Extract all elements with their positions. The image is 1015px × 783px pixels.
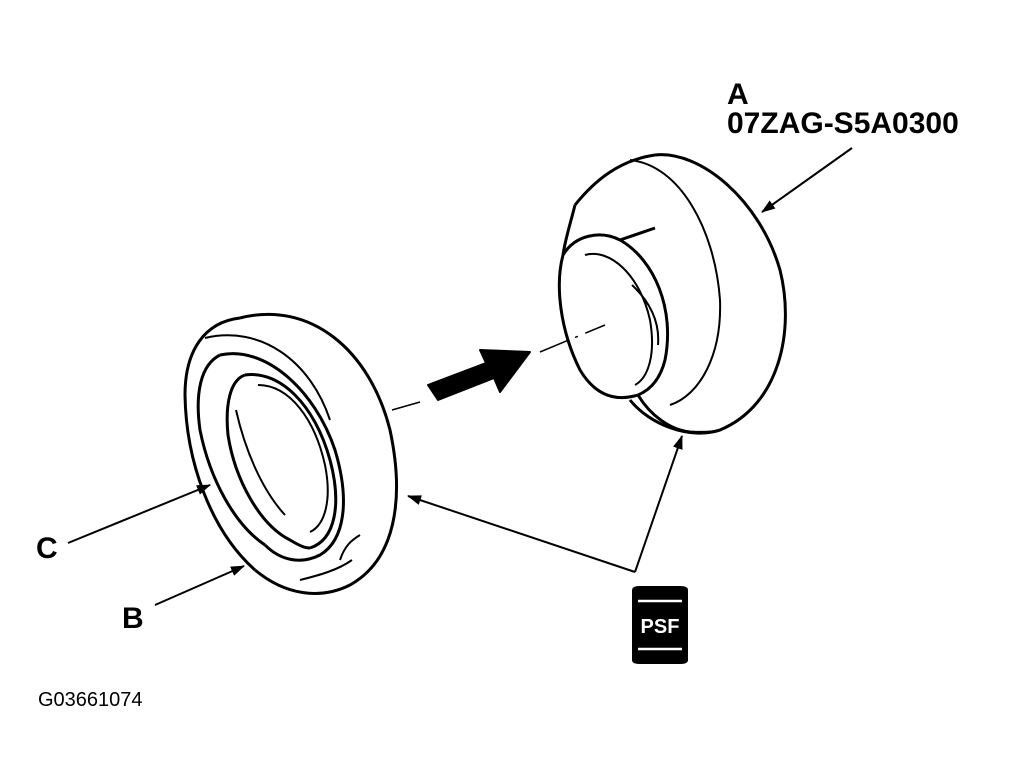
label-c: C bbox=[36, 532, 58, 565]
psf-badge: PSF bbox=[632, 586, 688, 664]
leader-psf-tool bbox=[634, 435, 683, 573]
reference-code: G03661074 bbox=[38, 689, 143, 711]
leader-lines bbox=[67, 147, 853, 606]
install-direction-arrow bbox=[427, 349, 531, 401]
oil-seal bbox=[183, 312, 399, 595]
label-a: A bbox=[727, 78, 749, 111]
psf-badge-text: PSF bbox=[641, 616, 680, 638]
label-a-part-number: 07ZAG-S5A0300 bbox=[727, 107, 959, 140]
leader-a bbox=[761, 147, 853, 213]
leader-b bbox=[154, 565, 245, 606]
center-axis bbox=[391, 324, 606, 411]
label-b: B bbox=[122, 602, 144, 635]
leader-psf-seal bbox=[407, 495, 636, 573]
leader-c bbox=[67, 484, 211, 544]
tool-a-installer bbox=[557, 153, 787, 435]
